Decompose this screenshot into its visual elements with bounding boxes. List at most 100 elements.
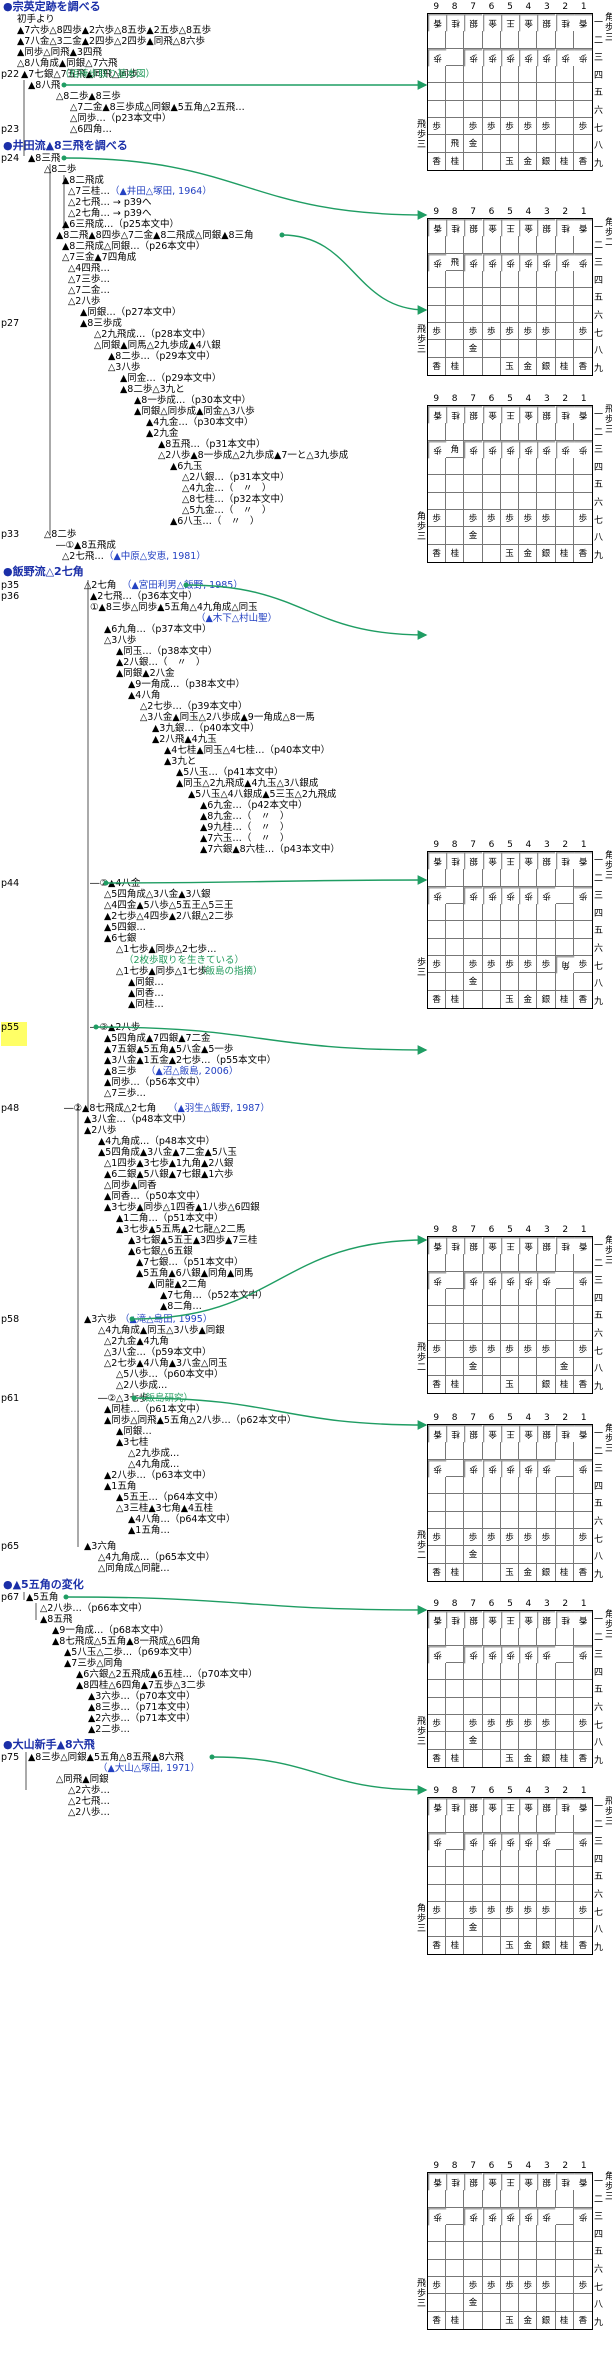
board-square [555, 2225, 574, 2243]
board-square [555, 886, 574, 904]
move-line: ▲3七歩▲5五馬▲2七龍△2二馬 [116, 1224, 246, 1235]
board-square [428, 83, 447, 101]
page-reference: p48 [1, 1103, 20, 1114]
board-square [483, 544, 501, 562]
move-line: △4九角成… [128, 1459, 180, 1470]
column-number: 4 [525, 840, 532, 850]
board-square [482, 458, 501, 476]
board-square [482, 1358, 501, 1376]
board-square [573, 66, 592, 84]
board-square [573, 973, 592, 991]
move-line: △4九金…（ 〃 ） [182, 483, 272, 494]
board-square: 歩 [519, 1715, 538, 1733]
board-square [537, 1919, 556, 1937]
board-square [537, 100, 556, 118]
board-square [464, 904, 483, 922]
move-line: △5九金…（ 〃 ） [182, 505, 272, 516]
arrow-origin-dot [209, 1754, 215, 1760]
board-square [519, 1289, 538, 1307]
board-grid: 香桂銀金王金銀桂香歩歩歩歩歩歩歩歩歩歩歩歩歩角歩金香桂玉金銀桂香 [427, 851, 593, 1009]
column-number: 8 [451, 1413, 458, 1423]
board-square [446, 1732, 465, 1750]
board-square [446, 1289, 465, 1307]
board-square: 桂 [556, 1749, 574, 1767]
board-square [573, 340, 592, 358]
board-square [446, 2190, 465, 2208]
board-square [573, 1494, 592, 1512]
board-square [428, 340, 447, 358]
board-square [446, 2242, 465, 2260]
board-square [500, 904, 520, 922]
board-square: 香 [578, 1380, 588, 1391]
board-square [428, 1477, 447, 1495]
column-number: 1 [580, 2, 587, 12]
board-square [482, 1628, 501, 1646]
board-square [555, 288, 574, 306]
board-square [482, 1732, 501, 1750]
board-square [500, 271, 520, 289]
board-square [573, 458, 592, 476]
board-square: 香 [428, 1375, 447, 1393]
board-square [482, 2225, 501, 2243]
board-square [555, 510, 574, 528]
column-number: 4 [525, 1413, 532, 1423]
move-line: ▲2二歩… [88, 1724, 130, 1735]
board-square [555, 1832, 574, 1850]
column-number: 3 [543, 394, 550, 404]
page-reference: p33 [1, 529, 20, 540]
board-square: 銀 [537, 544, 556, 562]
column-number: 8 [451, 1225, 458, 1235]
board-square [519, 869, 538, 887]
board-square [446, 2207, 465, 2225]
move-line: △8二歩 [44, 529, 77, 540]
board-square [446, 31, 465, 49]
board-square [464, 938, 483, 956]
section-heading: ●飯野流△2七角 [3, 565, 84, 578]
board-square [464, 305, 483, 323]
board-square [537, 1511, 556, 1529]
move-line: △7二金… [68, 285, 110, 296]
move-line: ▲5五角▲6八銀▲同角▲同馬 [136, 1268, 254, 1279]
gote-pieces-in-hand: 飛歩三 [605, 405, 612, 435]
board-square: 金 [464, 135, 483, 153]
column-number: 4 [525, 2161, 532, 2171]
arrow-origin-dot [131, 1395, 137, 1401]
board-square [555, 1663, 574, 1681]
board-square: 玉 [501, 1936, 520, 1954]
board-square [573, 1254, 592, 1272]
column-number: 7 [470, 394, 476, 404]
board-square [537, 1254, 556, 1272]
board-square: 歩 [500, 1715, 520, 1733]
board-square [500, 305, 520, 323]
move-line: ▲8二歩△3九と [120, 384, 185, 395]
board-square: 金 [519, 1749, 538, 1767]
row-number: 五 [594, 1499, 604, 1510]
row-number: 二 [594, 427, 604, 438]
board-square [500, 66, 520, 84]
board-square [573, 1663, 592, 1681]
row-number: 八 [594, 979, 604, 990]
board-square [519, 475, 538, 493]
row-number: 六 [594, 106, 604, 117]
page-reference: p65 [1, 1541, 20, 1552]
board-square: 歩 [464, 2277, 483, 2295]
board-square [446, 1529, 465, 1547]
move-line: △2九飛成…（p28本文中） [94, 329, 211, 340]
row-number: 三 [594, 2212, 604, 2223]
page-reference: p22 [1, 69, 20, 80]
board-square [446, 458, 465, 476]
board-square [555, 83, 574, 101]
row-number: 二 [594, 2194, 604, 2205]
board-square [482, 1663, 501, 1681]
board-square [482, 1680, 501, 1698]
board-square: 歩 [500, 323, 520, 341]
board-square [446, 2259, 465, 2277]
board-square [573, 1442, 592, 1460]
board-square: 金 [519, 990, 538, 1008]
move-line: ▲同桂… [128, 999, 164, 1010]
row-number: 九 [594, 158, 604, 169]
move-line: ▲8三歩△同銀▲5五角△8五飛▲8六飛 [28, 1752, 184, 1763]
